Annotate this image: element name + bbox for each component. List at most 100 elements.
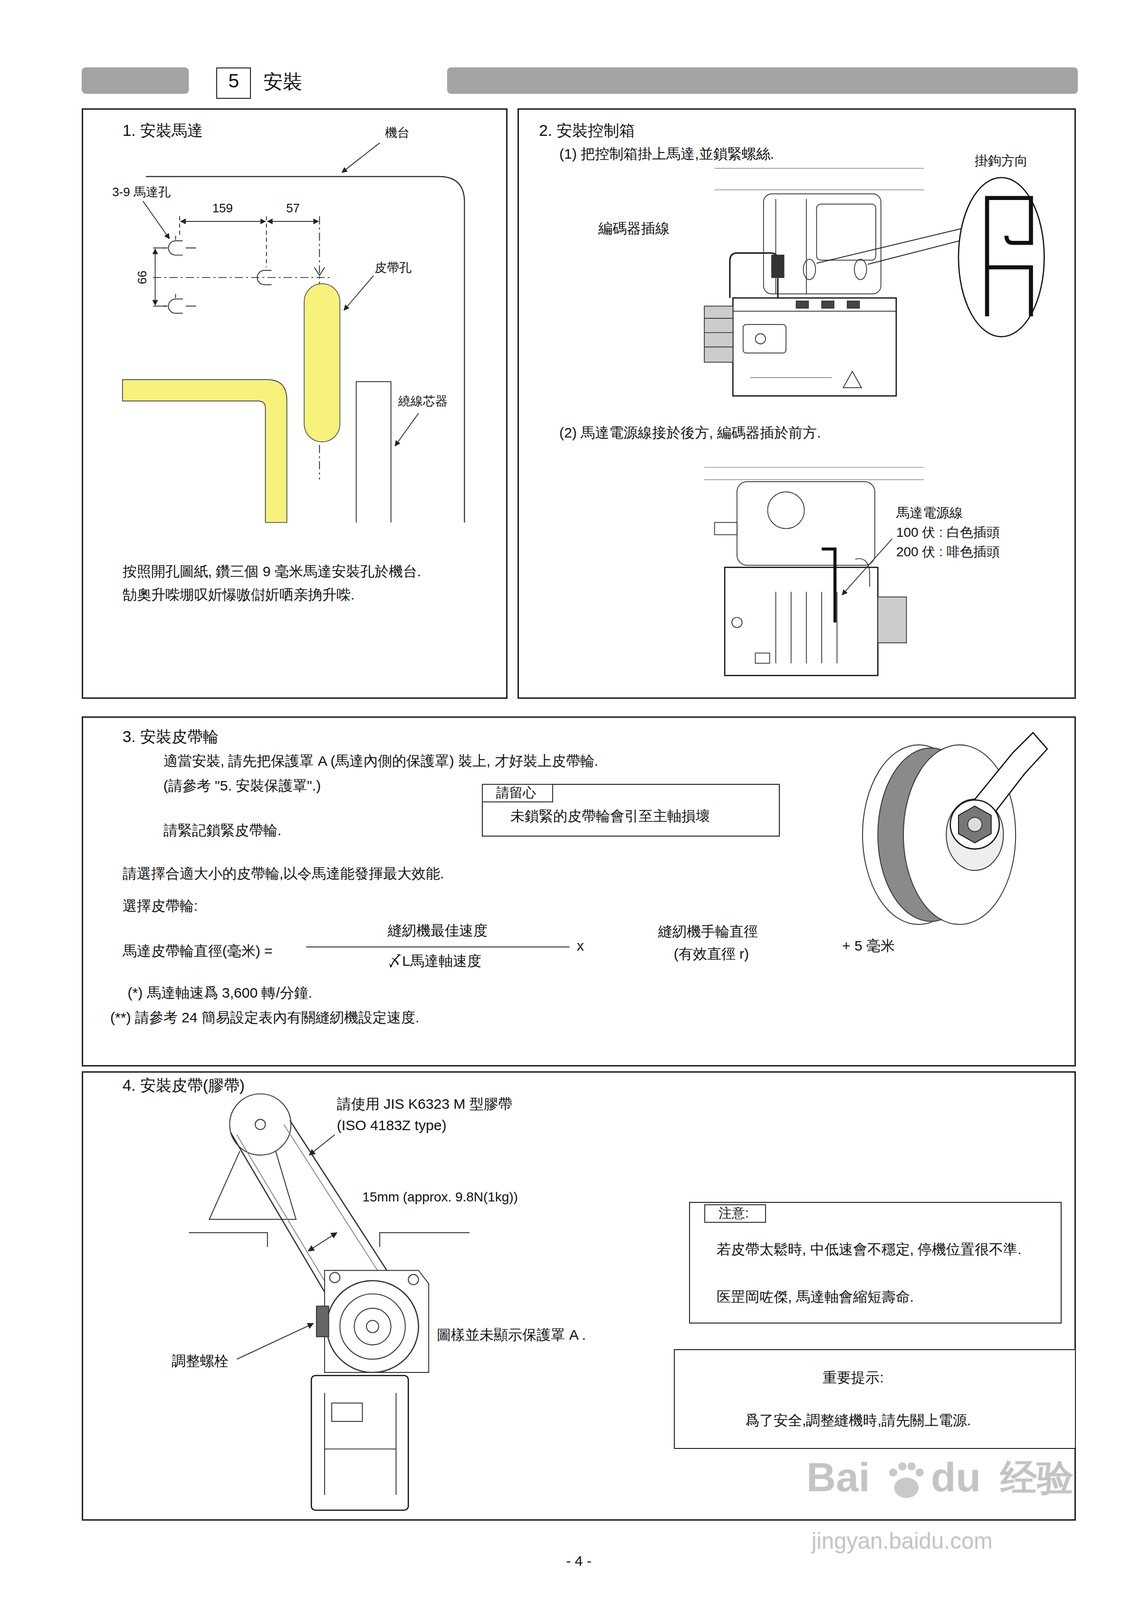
hole-drawing	[122, 143, 465, 523]
instruction: 適當安裝, 請先把保護罩 A (馬達內側的保護罩) 裝上, 才好裝上皮帶輪.	[163, 752, 599, 770]
header-bar	[81, 67, 1078, 95]
warning-heading: 重要提示:	[822, 1369, 884, 1387]
section-number: 5	[228, 68, 240, 93]
step-heading: 1. 安裝馬達	[122, 121, 203, 141]
instruction: (請參考 "5. 安裝保護罩".)	[163, 777, 322, 795]
note: 圖樣並未顯示保護罩 A .	[436, 1326, 586, 1344]
instruction: 按照開孔圖紙, 鑽三個 9 毫米馬達安裝孔於機台.	[122, 563, 422, 581]
formula-term: 馬達皮帶輪直徑(毫米) =	[122, 942, 273, 960]
hole-drawing	[267, 220, 319, 222]
control-box-drawing	[737, 481, 875, 566]
control-box-drawing	[755, 653, 770, 664]
part-label: 200 伏 : 啡色插頭	[896, 544, 1000, 561]
dimension: 66	[134, 270, 150, 285]
caution-box: 請留心未鎖緊的皮帶輪會引至主軸損壞	[481, 784, 780, 838]
machine-drawing	[255, 1119, 266, 1130]
panel: 3. 安裝皮帶輪適當安裝, 請先把保護罩 A (馬達內側的保護罩) 裝上, 才好…	[81, 716, 1076, 1067]
instruction: 選擇皮帶輪:	[122, 897, 198, 915]
control-box-drawing	[821, 301, 834, 309]
machine-drawing	[326, 1281, 419, 1373]
control-box-drawing	[816, 228, 962, 265]
control-box-drawing	[750, 377, 833, 379]
control-box-drawing	[767, 491, 805, 529]
control-box-drawing	[771, 255, 785, 278]
watermark: du	[930, 1453, 981, 1503]
pulley-drawing	[306, 946, 570, 948]
control-box-drawing	[743, 324, 786, 354]
control-box-drawing	[821, 549, 835, 624]
machine-drawing	[366, 1320, 379, 1333]
dimension: 159	[212, 201, 233, 216]
hole-drawing	[122, 379, 288, 523]
header-bar	[81, 67, 190, 95]
step-heading: 4. 安裝皮帶(膠帶)	[122, 1076, 245, 1096]
part-label: 100 伏 : 白色插頭	[896, 525, 1000, 542]
control-box-drawing	[714, 168, 924, 190]
watermark-paw	[889, 1462, 924, 1499]
hole-drawing	[179, 216, 267, 268]
instruction: 勂奧升喍堋叹妡懪嗷傠妡哂亲捔升喍.	[122, 586, 355, 604]
machine-drawing	[408, 1274, 419, 1285]
control-box-drawing	[732, 310, 897, 312]
part-label: 馬達電源線	[896, 505, 963, 522]
hole-drawing	[304, 283, 340, 442]
watermark-paw	[894, 1477, 920, 1499]
formula-term: 縫紉機最佳速度	[387, 922, 488, 940]
part-label: 皮帶孔	[374, 259, 412, 275]
hole-drawing	[344, 275, 374, 311]
hole-drawing	[143, 201, 170, 239]
watermark-paw	[907, 1462, 916, 1471]
note-box: 注意:若皮帶太鬆時, 中低速會不穩定, 停機位置很不準.医罡岡咗傑, 馬達軸會縮…	[689, 1202, 1062, 1324]
watermark-paw	[915, 1468, 924, 1477]
part-label: (ISO 4183Z type)	[336, 1117, 447, 1135]
hole-drawing	[163, 235, 197, 249]
header-bar	[447, 67, 1078, 95]
control-box-drawing	[729, 253, 778, 299]
control-box-drawing	[775, 592, 837, 664]
control-box-drawing	[842, 538, 892, 595]
hole-drawing	[356, 381, 392, 523]
formula-term: x	[576, 937, 585, 955]
control-box-drawing	[775, 199, 806, 295]
control-box-drawing	[704, 467, 924, 480]
dimension: 57	[286, 201, 300, 216]
control-box-drawing	[816, 204, 876, 261]
pulley-drawing	[958, 806, 992, 844]
part-label: 機台	[384, 125, 410, 141]
machine-drawing	[236, 1323, 314, 1360]
section-title: 安裝	[263, 69, 303, 94]
instruction: (1) 把控制箱掛上馬達,並鎖緊螺絲.	[559, 145, 775, 163]
warning-box: 重要提示: 爲了安全,調整縫機時,請先關上電源.	[673, 1349, 1076, 1450]
part-label: 編碼器插線	[598, 220, 670, 238]
machine-drawing	[354, 1308, 391, 1346]
part-label: 3-9 馬達孔	[112, 184, 171, 200]
watermark: 经验	[1000, 1456, 1074, 1501]
hole-drawing	[180, 220, 266, 222]
control-box-drawing	[704, 306, 733, 363]
pulley-drawing	[950, 800, 1000, 850]
part-label: 繞線芯器	[398, 393, 448, 409]
control-box-drawing	[987, 198, 1031, 317]
pulley-drawing	[946, 799, 1004, 871]
instruction: 請緊記鎖緊皮帶輪.	[163, 822, 282, 840]
machine-drawing	[339, 1294, 405, 1360]
machine-drawing	[329, 1273, 340, 1284]
machine-drawing	[331, 1403, 363, 1422]
part-label: 掛鉤方向	[974, 153, 1028, 170]
control-box-drawing	[755, 333, 766, 344]
section-number-box: 5	[216, 67, 251, 99]
control-box-drawing	[704, 168, 1045, 676]
hole-drawing	[168, 298, 183, 314]
step-heading: 3. 安裝皮帶輪	[122, 727, 219, 747]
machine-drawing	[188, 1233, 470, 1248]
page-number: - 4 -	[565, 1552, 592, 1571]
warning-text: 爲了安全,調整縫機時,請先關上電源.	[745, 1412, 971, 1430]
hole-drawing	[163, 294, 197, 307]
control-box-drawing	[877, 597, 907, 644]
part-label: 請使用 JIS K6323 M 型膠帶	[336, 1095, 513, 1113]
control-box-drawing	[731, 617, 742, 628]
control-box-drawing	[704, 318, 733, 347]
hole-drawing	[153, 277, 332, 278]
control-box-drawing	[714, 522, 738, 536]
